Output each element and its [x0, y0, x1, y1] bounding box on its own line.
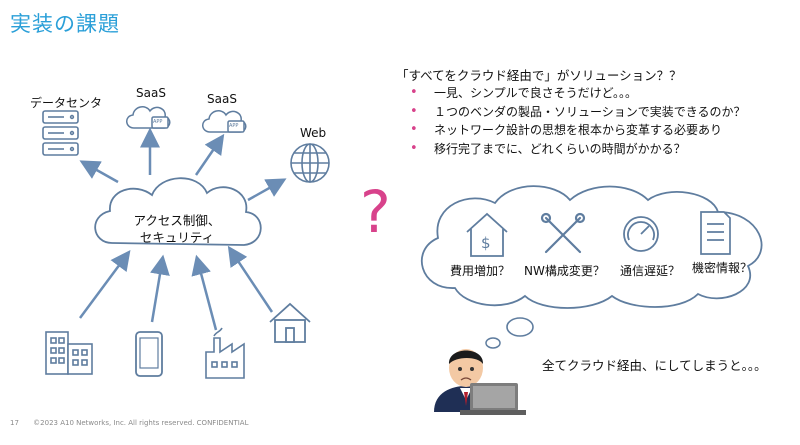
- person-quote: 全てクラウド経由、にしてしまうと。。。: [542, 358, 767, 373]
- arrow-to-saas2: [194, 133, 225, 176]
- app-badge-1: APP: [153, 119, 163, 125]
- thought-dot-large: [506, 317, 534, 337]
- question-mark: ?: [360, 178, 391, 246]
- arrows-outbound: [79, 127, 287, 202]
- cloud-label-line1: アクセス制御、: [133, 213, 221, 228]
- central-cloud-label: アクセス制御、 セキュリティ: [112, 212, 242, 246]
- mobile-phone-icon: [135, 331, 163, 377]
- bullet-item: 移行完了までに、どれくらいの時間がかかる？: [410, 140, 746, 159]
- datacenter-label: データセンタ: [30, 96, 103, 110]
- server-icon: [42, 110, 79, 156]
- arrow-to-datacenter: [79, 160, 119, 184]
- page-number: 17: [10, 419, 19, 427]
- saas-cloud-icon-1: [126, 106, 171, 129]
- worried-person-icon: [434, 349, 526, 415]
- gauge-icon: [623, 216, 659, 252]
- office-building-icon: [45, 331, 93, 375]
- app-badge-2: APP: [229, 123, 239, 129]
- slide-footer: 17 ©2023 A10 Networks, Inc. All rights r…: [10, 419, 248, 427]
- discussion-bullet-list: 一見、シンプルで良さそうだけど。。。 １つのベンダの製品・ソリューションで実装で…: [410, 84, 746, 158]
- saas-cloud-icon-2: [202, 110, 247, 133]
- bullet-item: 一見、シンプルで良さそうだけど。。。: [410, 84, 746, 103]
- arrow-from-office: [78, 249, 131, 319]
- web-label: Web: [300, 126, 327, 140]
- dollar-sign-icon: $: [481, 234, 491, 252]
- slide-title: 実装の課題: [10, 12, 120, 36]
- home-icon: [269, 302, 311, 343]
- copyright-text: ©2023 A10 Networks, Inc. All rights rese…: [33, 419, 249, 427]
- arrow-from-mobile: [150, 254, 170, 323]
- arrow-to-web: [247, 178, 287, 202]
- saas1-label: SaaS: [136, 86, 166, 100]
- thought-dot-small: [485, 337, 501, 349]
- globe-icon: [290, 143, 330, 183]
- discussion-heading: 「すべてをクラウド経由で」がソリューション？？: [396, 68, 682, 83]
- saas2-label: SaaS: [207, 92, 237, 106]
- concern-network-label: NW構成変更？: [524, 264, 605, 278]
- arrow-from-factory: [191, 254, 218, 331]
- concern-latency-label: 通信遅延？: [620, 264, 681, 278]
- central-cloud: [94, 177, 262, 246]
- wrench-tools-icon: [540, 212, 586, 254]
- bullet-item: ネットワーク設計の思想を根本から変革する必要あり: [410, 121, 746, 140]
- cloud-label-line2: セキュリティ: [139, 230, 215, 245]
- cost-house-icon: [466, 212, 508, 257]
- document-icon: [700, 211, 731, 255]
- arrow-from-home: [227, 245, 274, 313]
- concern-confidential-label: 機密情報？: [692, 261, 753, 275]
- arrows-inbound: [78, 245, 274, 331]
- bullet-item: １つのベンダの製品・ソリューションで実装できるのか？: [410, 103, 746, 122]
- factory-icon: [205, 327, 245, 379]
- concern-cost-label: 費用増加？: [450, 264, 511, 278]
